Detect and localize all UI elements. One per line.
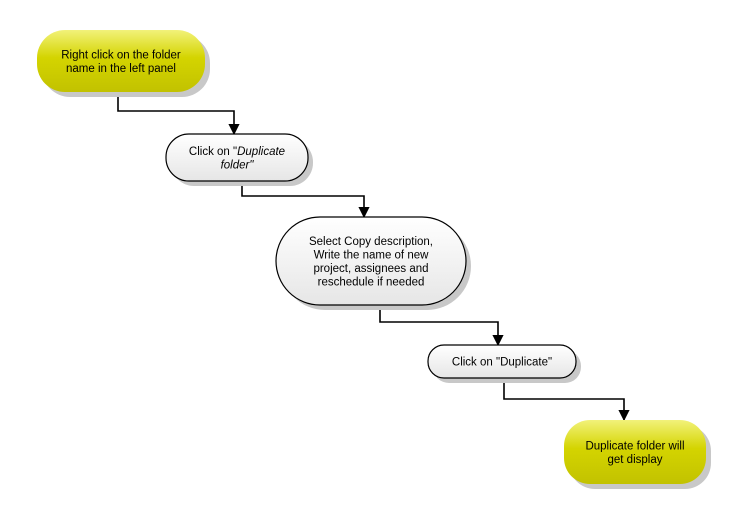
node-step2-label: Select Copy description,Write the name o… bbox=[309, 236, 433, 289]
node-start-shape bbox=[37, 30, 205, 92]
connector-step3-to-end bbox=[503, 378, 630, 422]
node-step3-shape bbox=[427, 344, 577, 379]
node-step1-shape bbox=[165, 133, 309, 182]
node-step2-shape bbox=[275, 216, 467, 306]
node-step3: Click on "Duplicate" bbox=[427, 344, 581, 383]
connector-start-to-step1 bbox=[117, 92, 240, 136]
connector-step1-to-step2 bbox=[241, 181, 370, 219]
node-end-shape bbox=[564, 420, 706, 484]
connector-step2-to-step3 bbox=[379, 305, 504, 347]
connectors bbox=[117, 92, 630, 422]
node-step2: Select Copy description,Write the name o… bbox=[275, 216, 471, 310]
node-step3-label: Click on "Duplicate" bbox=[452, 357, 552, 369]
